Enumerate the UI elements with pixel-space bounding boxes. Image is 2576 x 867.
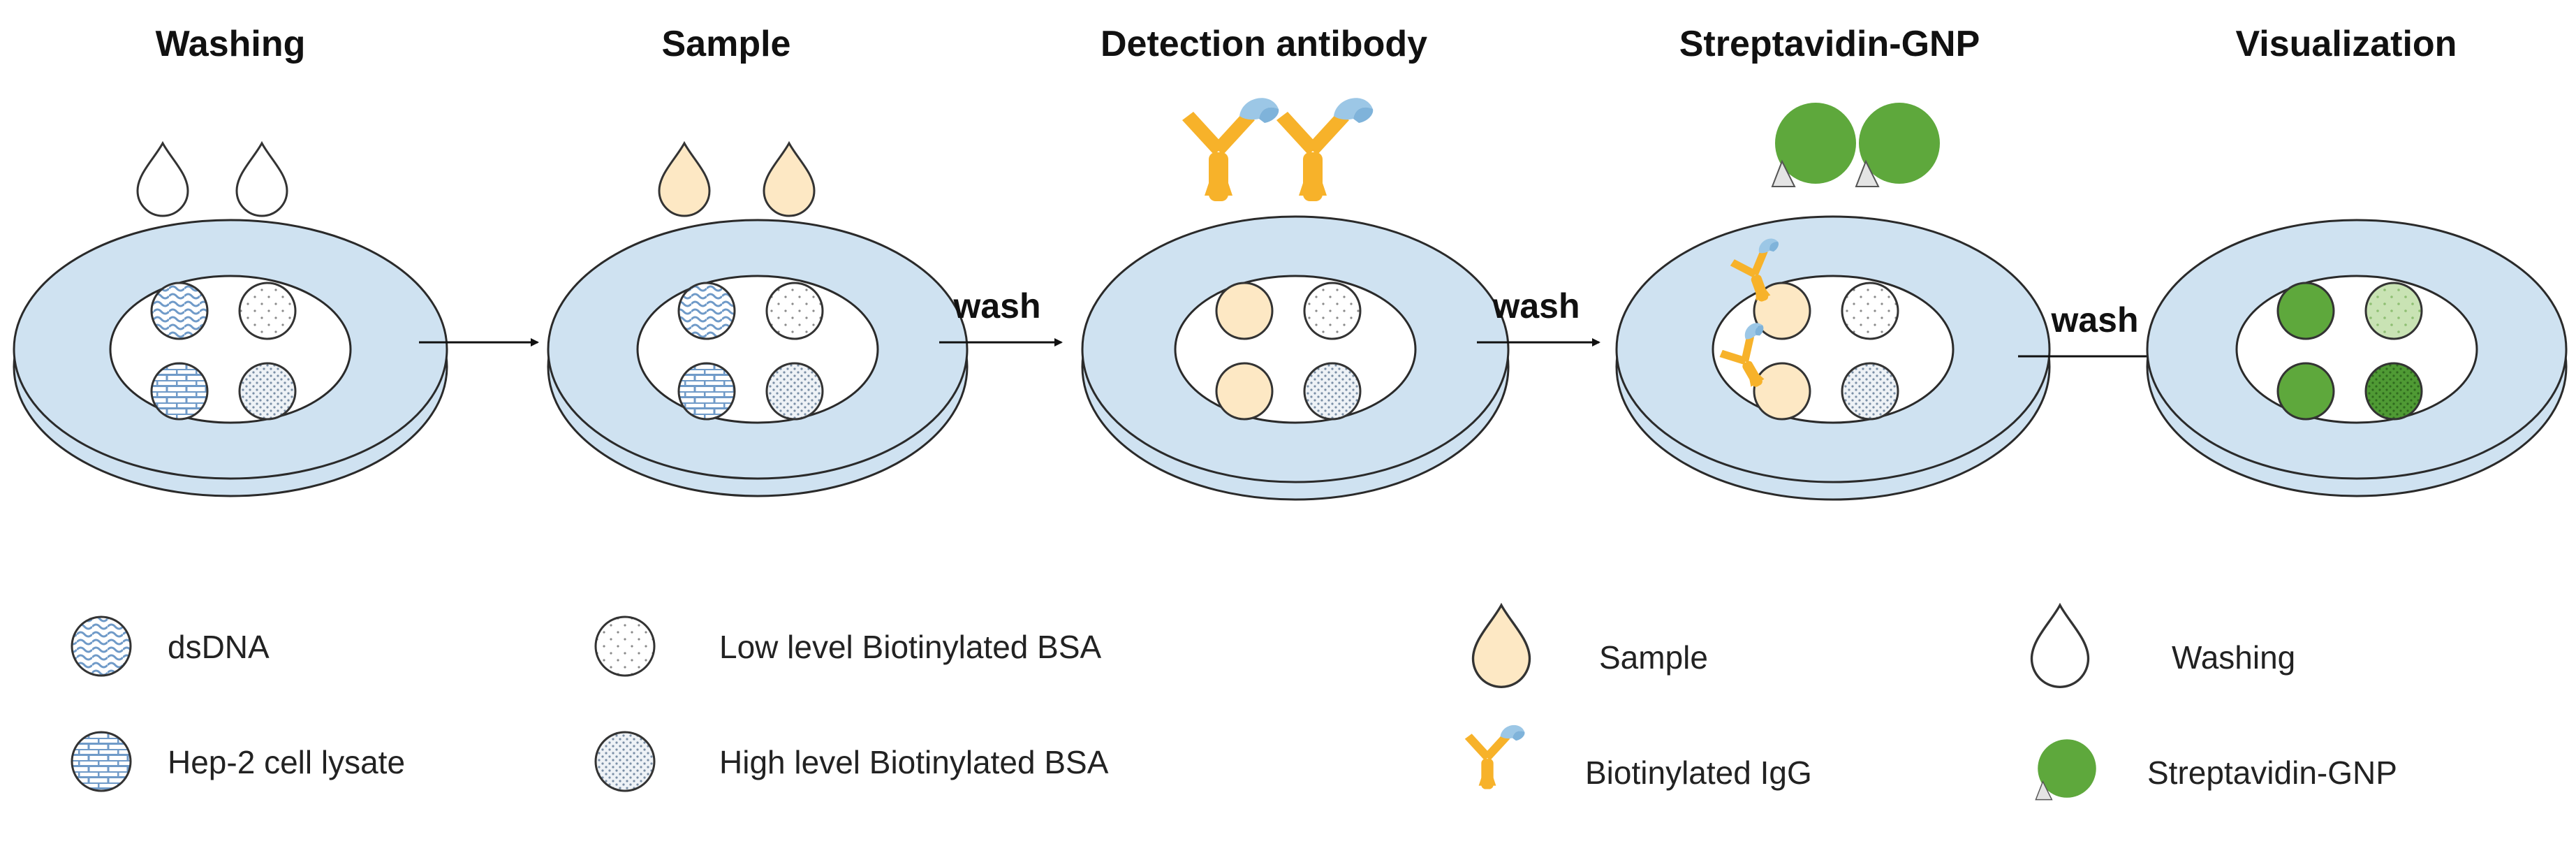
spot-low-bsa [1303, 282, 1362, 340]
spot-hep2 [677, 362, 736, 421]
spot-low-bsa-positive [2364, 282, 2423, 340]
spot-dsdna-positive [2276, 282, 2335, 340]
step-title-streptavidin-gnp: Streptavidin-GNP [1679, 24, 1980, 64]
legend-label-sample: Sample [1599, 639, 1708, 676]
test-disc [1081, 215, 1510, 501]
test-disc [2146, 219, 2568, 497]
legend: dsDNA Hep-2 cell lysate Low level Biotin… [71, 604, 2397, 801]
streptavidin-gnp-icon [1772, 102, 1857, 187]
washing-drop-icon [136, 142, 189, 217]
spot-low-bsa [238, 282, 297, 340]
step-detection-antibody [1081, 98, 1510, 501]
legend-label-low-bsa: Low level Biotinylated BSA [719, 629, 1102, 665]
disc-window [2235, 275, 2478, 424]
legend-item-hep2: Hep-2 cell lysate [71, 731, 405, 792]
legend-item-low-bsa: Low level Biotinylated BSA [594, 615, 1102, 677]
disc-window [636, 275, 879, 424]
arrow-label-wash: wash [2050, 300, 2138, 340]
legend-label-igg: Biotinylated IgG [1585, 755, 1812, 791]
spot-dsdna [150, 282, 209, 340]
legend-label-washing: Washing [2172, 639, 2295, 676]
step-title-washing: Washing [156, 24, 306, 64]
legend-item-high-bsa: High level Biotinylated BSA [594, 731, 1109, 792]
step-sample [547, 142, 969, 497]
legend-label-high-bsa: High level Biotinylated BSA [719, 744, 1109, 780]
sample-drop-icon [1471, 604, 1531, 688]
spot-low-bsa [1841, 282, 1899, 340]
disc-window [1174, 275, 1417, 424]
step-title-sample: Sample [662, 24, 791, 64]
spot-high-bsa [238, 362, 297, 421]
legend-item-dsdna: dsDNA [71, 615, 270, 677]
disc-window [109, 275, 352, 424]
spot-hep2 [150, 362, 209, 421]
spot-high-bsa [1303, 362, 1362, 421]
step-washing [13, 142, 448, 497]
biotinylated-igg-icon [1464, 724, 1525, 789]
step-visualization [2146, 219, 2568, 497]
spot-dsdna-sample [1215, 282, 1274, 340]
spot-hep2-sample [1215, 362, 1274, 421]
step-streptavidin-gnp [1615, 102, 2051, 501]
washing-drop-icon [235, 142, 288, 217]
process-arrow: wash [2018, 300, 2173, 360]
process-arrow: wash [1477, 286, 1600, 347]
spot-high-bsa [1841, 362, 1899, 421]
arrow-label-wash: wash [1492, 286, 1580, 326]
legend-item-gnp: Streptavidin-GNP [2035, 738, 2397, 801]
spot-hep2-sample [1753, 362, 1811, 421]
spot-high-bsa-positive [2364, 362, 2423, 421]
sample-drop-icon [658, 142, 711, 217]
legend-label-dsdna: dsDNA [168, 629, 270, 665]
process-arrow: wash [939, 286, 1063, 347]
streptavidin-gnp-icon [1855, 102, 1941, 187]
washing-drop-icon [2030, 604, 2090, 688]
spot-hep2-positive [2276, 362, 2335, 421]
legend-item-igg: Biotinylated IgG [1464, 724, 1812, 791]
hep2-swatch-icon [71, 731, 132, 792]
test-disc [1615, 215, 2051, 501]
sample-drop-icon [763, 142, 816, 217]
spot-low-bsa [765, 282, 824, 340]
dsdna-swatch-icon [71, 615, 132, 677]
spot-high-bsa [765, 362, 824, 421]
arrow-label-wash: wash [952, 286, 1040, 326]
biotinylated-igg-icon [1276, 98, 1374, 201]
legend-label-gnp: Streptavidin-GNP [2147, 755, 2397, 791]
streptavidin-gnp-icon [2035, 738, 2097, 801]
spot-dsdna [677, 282, 736, 340]
high-bsa-swatch-icon [594, 731, 656, 792]
step-title-detection-antibody: Detection antibody [1101, 24, 1427, 64]
low-bsa-swatch-icon [594, 615, 656, 677]
test-disc [547, 219, 969, 497]
step-title-visualization: Visualization [2236, 24, 2457, 64]
biotinylated-igg-icon [1182, 98, 1279, 201]
legend-item-washing: Washing [2030, 604, 2295, 688]
legend-item-sample: Sample [1471, 604, 1708, 688]
test-disc [13, 219, 448, 497]
legend-label-hep2: Hep-2 cell lysate [168, 744, 405, 780]
